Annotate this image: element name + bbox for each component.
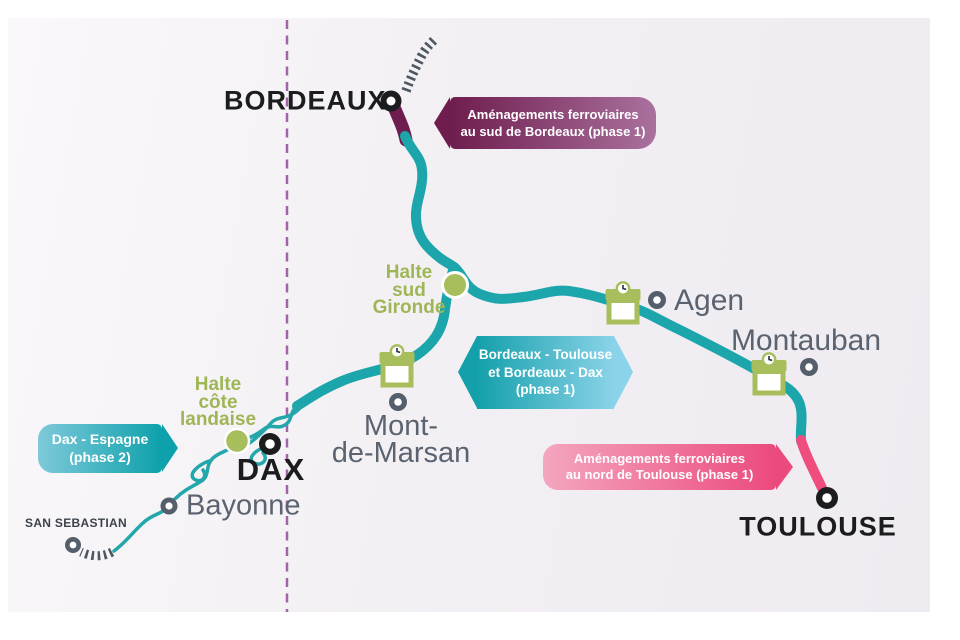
existing-line-north-of-bordeaux-hatch [401, 34, 440, 93]
city-label-san-sebastian: SAN SEBASTIAN [25, 516, 127, 530]
city-label-agen: Agen [674, 284, 745, 317]
halte-cote-landaise-dot [223, 427, 251, 455]
city-label-mont-de-marsan: Mont- de-Marsan [331, 410, 471, 469]
badge-amenagements-nord-toulouse: Aménagements ferroviaires au nord de Tou… [543, 444, 793, 490]
works-segment-north-toulouse [796, 435, 827, 493]
city-label-bordeaux: BORDEAUX [224, 85, 387, 116]
existing-line-san-sebastian-hatch [79, 547, 115, 561]
badge-amenagements-sud-bordeaux: Aménagements ferroviaires au sud de Bord… [434, 97, 656, 149]
city-label-bayonne: Bayonne [186, 489, 301, 522]
stop-label-halte-sud-gironde: Halte sud Gironde [372, 261, 446, 318]
new-line-bordeaux-to-junction [400, 131, 459, 272]
station-icon-mont-de-marsan [379, 344, 415, 388]
station-icon-montauban [751, 352, 787, 396]
city-label-toulouse: TOULOUSE [739, 511, 897, 542]
stop-label-halte-cote-landaise: Halte côte landaise [179, 373, 257, 430]
city-label-montauban: Montauban [730, 324, 882, 357]
city-label-dax: DAX [236, 452, 306, 487]
station-icon-agen [605, 281, 641, 325]
badge-dax-espagne-phase2: Dax - Espagne (phase 2) [38, 424, 178, 473]
badge-bordeaux-toulouse-dax-phase1: Bordeaux - Toulouse et Bordeaux - Dax (p… [458, 336, 633, 409]
halte-sud-gironde-dot [441, 271, 469, 299]
city-markers [65, 90, 838, 553]
